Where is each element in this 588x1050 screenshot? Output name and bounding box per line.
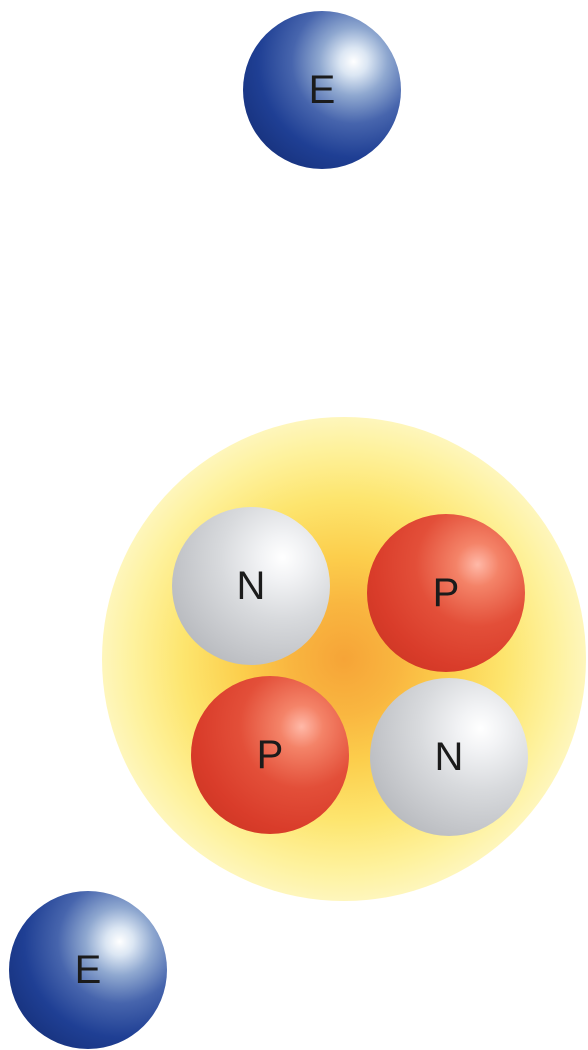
proton-label: P: [256, 733, 284, 777]
neutron-top-left: N: [172, 507, 330, 665]
electron-top: E: [243, 11, 401, 169]
proton-label: P: [432, 571, 460, 615]
electron-bottom: E: [9, 891, 167, 1049]
electron-label: E: [308, 68, 336, 112]
neutron-bottom-right: N: [370, 678, 528, 836]
electron-label: E: [74, 948, 102, 992]
nucleus-glow: [102, 417, 586, 901]
neutron-label: N: [434, 735, 464, 779]
neutron-label: N: [236, 564, 266, 608]
proton-top-right: P: [367, 514, 525, 672]
proton-bottom-left: P: [191, 676, 349, 834]
